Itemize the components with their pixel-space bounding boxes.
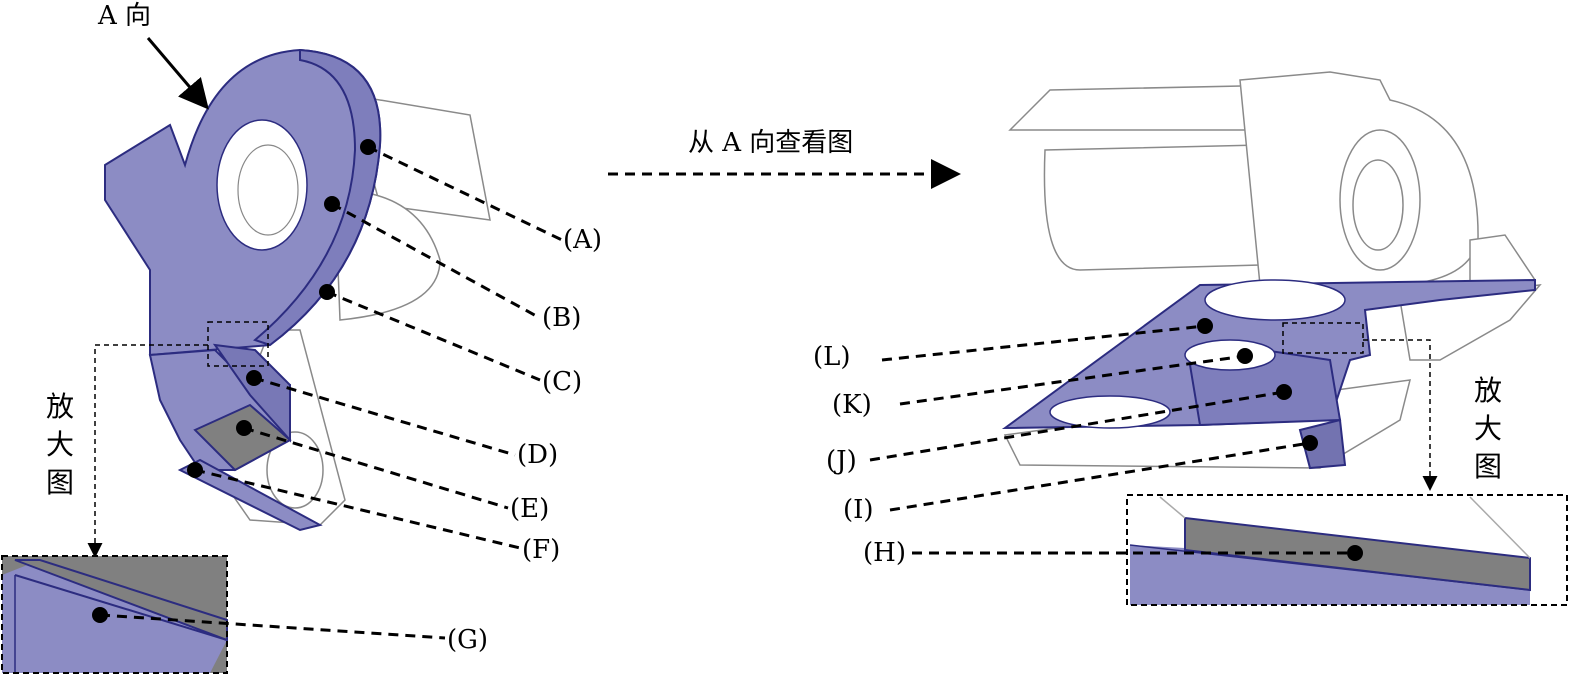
dot-f bbox=[187, 462, 203, 478]
dot-c bbox=[319, 284, 335, 300]
leader-c bbox=[326, 290, 541, 382]
leader-l bbox=[881, 324, 1206, 362]
leader-a bbox=[367, 145, 563, 242]
right-zoom-source-box bbox=[1282, 322, 1364, 354]
face-label-i: (I) bbox=[843, 495, 874, 525]
view-from-a-label: 从 A 向查看图 bbox=[688, 128, 854, 158]
face-label-f: (F) bbox=[522, 535, 561, 565]
dot-a bbox=[360, 139, 376, 155]
leader-lines bbox=[99, 145, 1355, 640]
leader-g bbox=[99, 613, 446, 640]
face-label-d: (D) bbox=[517, 440, 559, 470]
left-bore-outer bbox=[216, 119, 308, 251]
face-label-h: (H) bbox=[863, 538, 906, 568]
right-enlarge-leader bbox=[1363, 339, 1438, 491]
dot-k bbox=[1237, 348, 1253, 364]
dot-e bbox=[236, 420, 252, 436]
right-zoom-inset bbox=[1126, 494, 1568, 606]
left-zoom-inset bbox=[1, 555, 228, 674]
face-label-a: (A) bbox=[563, 225, 603, 255]
view-a-arrow bbox=[146, 37, 209, 110]
leader-i bbox=[889, 441, 1311, 512]
dot-d bbox=[246, 370, 262, 386]
dot-b bbox=[324, 196, 340, 212]
dot-i bbox=[1302, 435, 1318, 451]
leader-k bbox=[899, 354, 1246, 406]
face-label-k: (K) bbox=[832, 390, 872, 420]
dot-l bbox=[1197, 318, 1213, 334]
left-zoom-source-box bbox=[207, 321, 269, 367]
leader-b bbox=[331, 202, 541, 320]
left-part-drawing bbox=[104, 48, 491, 532]
view-a-label: A 向 bbox=[98, 1, 152, 31]
leader-dots bbox=[92, 139, 1363, 623]
leader-j bbox=[869, 390, 1285, 462]
face-label-e: (E) bbox=[510, 494, 550, 524]
left-enlarge-leader bbox=[87, 344, 208, 558]
dot-j bbox=[1276, 384, 1292, 400]
face-label-g: (G) bbox=[447, 625, 489, 655]
dot-h bbox=[1347, 545, 1363, 561]
face-label-c: (C) bbox=[542, 367, 583, 397]
leader-e bbox=[243, 426, 509, 510]
enlarge-label-left: 放大图 bbox=[45, 390, 74, 499]
face-label-b: (B) bbox=[542, 303, 582, 333]
leader-d bbox=[253, 376, 516, 457]
left-bore-inner bbox=[237, 144, 299, 236]
enlarge-label-right: 放大图 bbox=[1473, 374, 1502, 483]
right-part-drawing bbox=[1001, 71, 1542, 470]
leader-f bbox=[194, 468, 521, 550]
face-label-j: (J) bbox=[826, 446, 857, 476]
face-label-l: (L) bbox=[813, 342, 851, 372]
right-part-holes bbox=[1049, 279, 1346, 429]
dot-g bbox=[92, 607, 108, 623]
